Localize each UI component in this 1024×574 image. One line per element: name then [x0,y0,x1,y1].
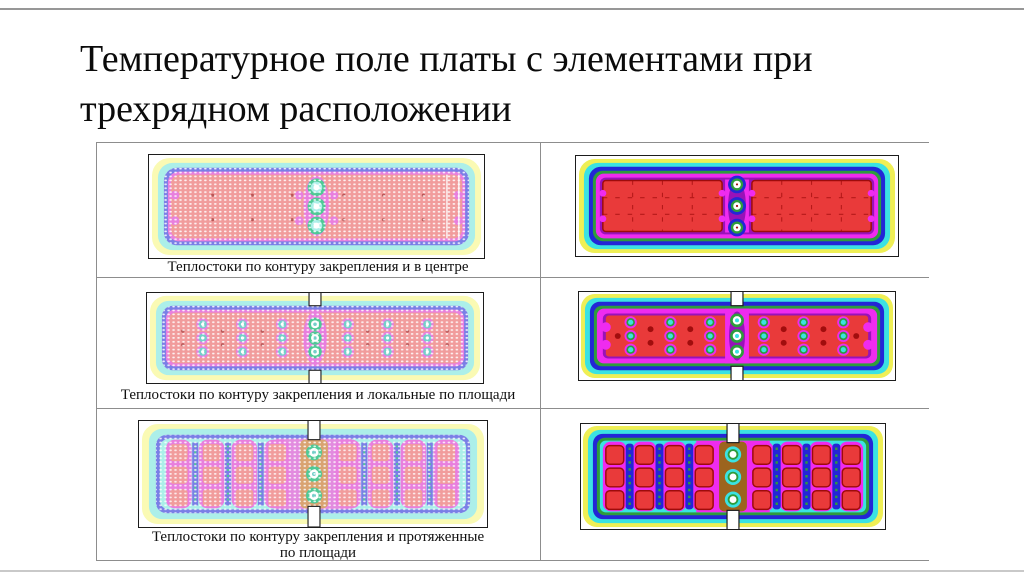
table-border-left [96,142,97,561]
element-column [602,441,627,512]
mounting-slot-top [308,293,322,307]
element-column [632,441,657,512]
thermal-map-halftone-extended-sinks-svg [139,421,487,527]
caption-row-3-line-2: по площади [279,545,357,561]
thermal-map-halftone-center-sinks [148,154,485,259]
table-row-separator-2 [96,408,929,409]
caption-row-1: Теплостоки по контуру закрепления и в це… [96,259,540,275]
center-heat-sinks [724,446,742,508]
caption-row-3-line-1: Теплостоки по контуру закрепления и прот… [151,529,485,545]
edge-notches [600,322,874,350]
inter-sink-hot-spots [614,326,860,346]
halftone-overlay [155,434,471,514]
element-column [749,441,774,512]
thermal-map-halftone-local-sinks-svg [147,293,483,383]
thermal-map-filled-local-sinks [578,291,896,381]
thermal-map-filled-center-sinks-svg [576,156,898,256]
mounting-slot-bottom [307,505,321,527]
caption-row-1-line-1: Теплостоки по контуру закрепления и в це… [167,259,469,275]
halftone-overlay [161,305,469,371]
thermal-map-halftone-extended-sinks [138,420,488,528]
caption-row-3: Теплостоки по контуру закрепления и прот… [96,529,540,561]
thermal-map-halftone-center-sinks-svg [149,155,484,258]
table-border-top [96,142,929,143]
thermal-map-filled-extended-sinks-svg [581,424,885,529]
thermal-map-filled-extended-sinks [580,423,886,530]
table-row-separator-1 [96,277,929,278]
element-column [839,441,864,512]
halftone-overlay [163,167,470,246]
table-border-bottom [96,560,929,561]
slide-bottom-rule [0,570,1024,572]
caption-row-2: Теплостоки по контуру закрепления и лока… [96,387,540,403]
table-column-divider [540,142,541,561]
slide-title: Температурное поле платы с элементами пр… [80,34,813,134]
caption-row-2-line-1: Теплостоки по контуру закрепления и лока… [120,387,516,403]
mounting-slot-top [730,292,744,307]
mounting-slot-bottom [726,509,740,529]
element-column [779,441,804,512]
element-column [809,441,834,512]
local-heat-sinks [624,316,850,356]
mounting-slot-top [307,421,321,441]
thermal-map-filled-local-sinks-svg [579,292,895,380]
slide-top-rule [0,8,1024,10]
thermal-map-filled-center-sinks [575,155,899,257]
element-columns [602,441,864,512]
thermal-map-halftone-local-sinks [146,292,484,384]
mounting-slot-bottom [730,365,744,380]
center-heat-sinks [730,313,744,359]
element-column [662,441,687,512]
title-line-1: Температурное поле платы с элементами пр… [80,38,813,80]
element-column [692,441,717,512]
inter-column-channels [625,443,841,510]
center-heat-sinks [728,175,746,237]
title-line-2: трехрядном расположении [80,88,512,130]
mounting-slot-top [726,424,740,444]
element-grid-dashes [602,180,872,232]
edge-notches [599,189,875,223]
mounting-slot-bottom [308,369,322,383]
